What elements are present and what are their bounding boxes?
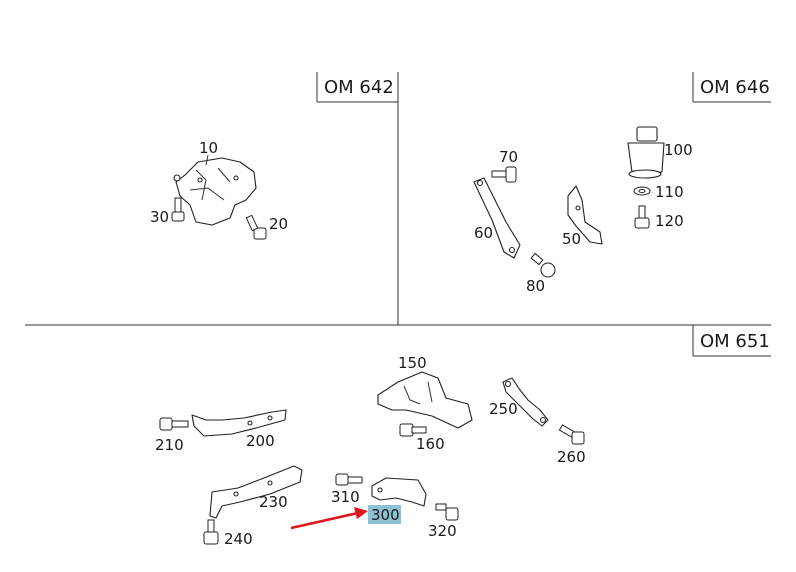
engine-label-om642[interactable]: OM 642 bbox=[316, 72, 398, 103]
part-110-washer[interactable] bbox=[633, 186, 651, 196]
part-number-260[interactable]: 260 bbox=[557, 448, 586, 466]
part-number-70[interactable]: 70 bbox=[499, 148, 518, 166]
part-number-310[interactable]: 310 bbox=[331, 488, 360, 506]
part-number-200[interactable]: 200 bbox=[246, 432, 275, 450]
part-80-bolt[interactable] bbox=[530, 252, 556, 278]
part-300-bracket[interactable] bbox=[371, 477, 427, 507]
part-number-120[interactable]: 120 bbox=[655, 212, 684, 230]
part-160-bolt[interactable] bbox=[399, 423, 427, 437]
part-number-160[interactable]: 160 bbox=[416, 435, 445, 453]
part-320-bolt[interactable] bbox=[435, 503, 459, 521]
part-120-bolt[interactable] bbox=[634, 205, 650, 229]
part-number-50[interactable]: 50 bbox=[562, 230, 581, 248]
part-number-150[interactable]: 150 bbox=[398, 354, 427, 372]
part-number-300[interactable]: 300 bbox=[371, 506, 400, 524]
part-number-20[interactable]: 20 bbox=[269, 215, 288, 233]
part-70-bolt[interactable] bbox=[491, 166, 517, 183]
part-30-bolt[interactable] bbox=[171, 197, 185, 222]
part-50-bracket[interactable] bbox=[567, 185, 603, 245]
part-300-highlight bbox=[368, 505, 401, 524]
part-150-bracket[interactable] bbox=[377, 371, 473, 429]
pointer-arrow bbox=[290, 507, 368, 530]
part-230-bracket[interactable] bbox=[209, 465, 303, 519]
part-number-240[interactable]: 240 bbox=[224, 530, 253, 548]
part-number-110[interactable]: 110 bbox=[655, 183, 684, 201]
part-60-strut[interactable] bbox=[473, 177, 521, 259]
engine-label-om646[interactable]: OM 646 bbox=[692, 72, 771, 103]
part-number-80[interactable]: 80 bbox=[526, 277, 545, 295]
part-number-320[interactable]: 320 bbox=[428, 522, 457, 540]
part-240-bolt[interactable] bbox=[203, 519, 219, 545]
part-number-10[interactable]: 10 bbox=[199, 139, 218, 157]
part-number-30[interactable]: 30 bbox=[150, 208, 169, 226]
engine-label-text: OM 642 bbox=[324, 77, 394, 98]
part-number-230[interactable]: 230 bbox=[259, 493, 288, 511]
part-260-bolt[interactable] bbox=[558, 424, 585, 445]
part-210-bolt[interactable] bbox=[159, 417, 189, 431]
engine-label-text: OM 646 bbox=[700, 77, 770, 98]
part-10-bracket[interactable] bbox=[173, 157, 257, 226]
part-310-bolt[interactable] bbox=[335, 473, 363, 486]
part-250-link[interactable] bbox=[502, 377, 549, 427]
part-100-mount[interactable] bbox=[627, 126, 665, 179]
part-200-arm[interactable] bbox=[191, 409, 287, 437]
part-number-250[interactable]: 250 bbox=[489, 400, 518, 418]
engine-label-om651[interactable]: OM 651 bbox=[692, 325, 771, 357]
engine-label-text: OM 651 bbox=[700, 331, 770, 352]
part-number-60[interactable]: 60 bbox=[474, 224, 493, 242]
part-number-210[interactable]: 210 bbox=[155, 436, 184, 454]
part-20-bolt[interactable] bbox=[245, 214, 267, 240]
part-number-100[interactable]: 100 bbox=[664, 141, 693, 159]
